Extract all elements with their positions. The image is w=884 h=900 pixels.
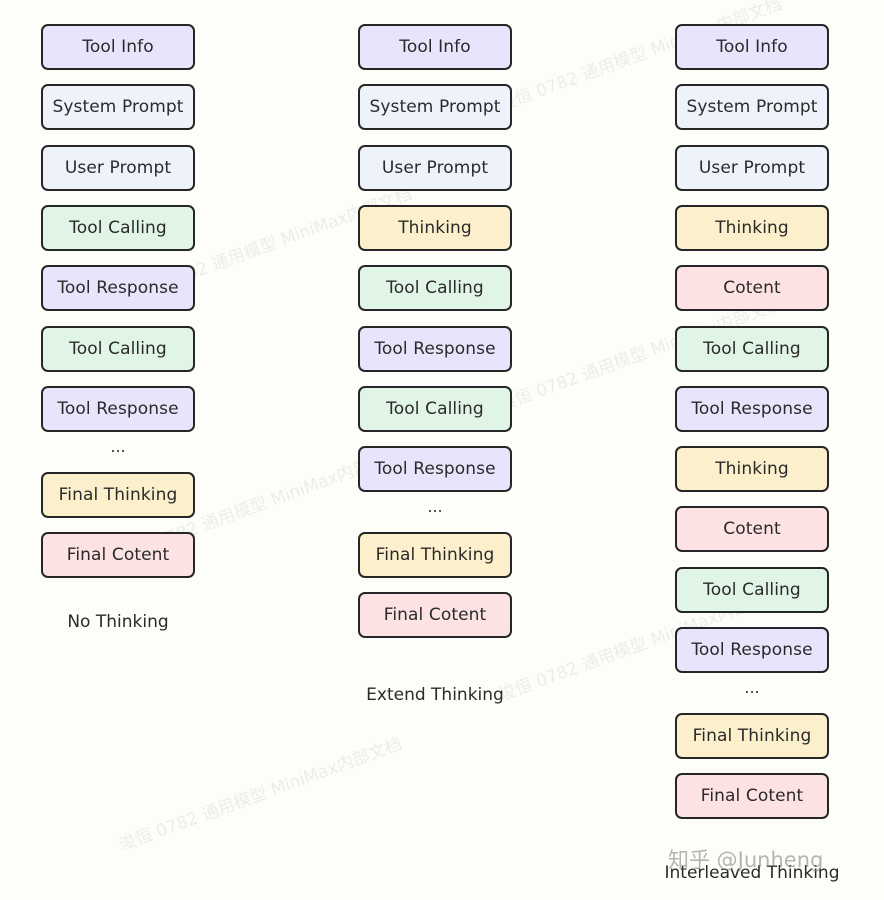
step-tool-response-box: Tool Response [358, 325, 512, 372]
step-final-cotent-box: Final Cotent [675, 773, 829, 820]
step-tool-response-box: Tool Response [675, 385, 829, 432]
step-tool-calling-box: Tool Calling [675, 566, 829, 613]
column-caption: Extend Thinking [366, 684, 504, 705]
step-final-thinking-box: Final Thinking [358, 531, 512, 578]
watermark-6: 浚恒 0782 通用模型 MiniMax内部文档 [116, 734, 405, 856]
step-user-prompt-box: User Prompt [41, 144, 195, 191]
step-system-prompt-box: System Prompt [358, 84, 512, 131]
step-final-cotent-box: Final Cotent [358, 592, 512, 639]
step-tool-calling-box: Tool Calling [358, 265, 512, 312]
step-tool-calling-box: Tool Calling [41, 204, 195, 251]
column-caption: Interleaved Thinking [664, 863, 840, 884]
step-system-prompt-box: System Prompt [675, 84, 829, 131]
ellipsis: ... [744, 678, 760, 698]
step-tool-calling-box: Tool Calling [358, 385, 512, 432]
step-thinking-box: Thinking [358, 204, 512, 251]
step-tool-response-box: Tool Response [358, 446, 512, 493]
step-tool-info-box: Tool Info [358, 24, 512, 70]
step-tool-response-box: Tool Response [675, 627, 829, 673]
ellipsis: ... [427, 497, 443, 517]
step-thinking-box: Thinking [675, 446, 829, 493]
step-final-thinking-box: Final Thinking [675, 712, 829, 759]
step-final-cotent-box: Final Cotent [41, 531, 195, 578]
step-thinking-box: Thinking [675, 204, 829, 251]
step-tool-calling-box: Tool Calling [41, 325, 195, 372]
step-tool-calling-box: Tool Calling [675, 325, 829, 372]
step-tool-response-box: Tool Response [41, 385, 195, 432]
step-tool-response-box: Tool Response [41, 265, 195, 312]
step-cotent-box: Cotent [675, 265, 829, 312]
step-final-thinking-box: Final Thinking [41, 471, 195, 518]
brand-watermark: 知乎 @Junheng [668, 848, 824, 872]
step-user-prompt-box: User Prompt [358, 144, 512, 191]
step-tool-info-box: Tool Info [41, 24, 195, 70]
step-tool-info-box: Tool Info [675, 24, 829, 70]
step-system-prompt-box: System Prompt [41, 84, 195, 131]
ellipsis: ... [110, 437, 126, 457]
step-cotent-box: Cotent [675, 506, 829, 553]
step-user-prompt-box: User Prompt [675, 144, 829, 191]
column-caption: No Thinking [67, 612, 169, 633]
